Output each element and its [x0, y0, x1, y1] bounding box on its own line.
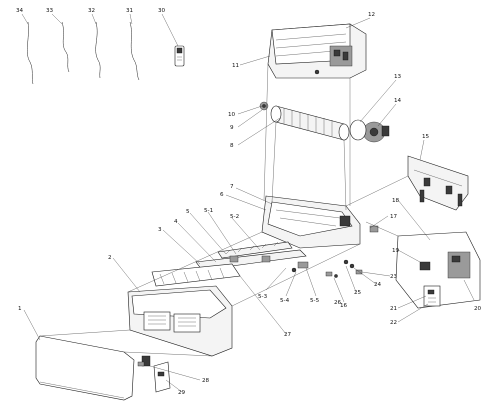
callout-8: 8 [230, 143, 234, 149]
callout-11: 11 [232, 63, 240, 69]
callout-labels: 34 33 32 31 30 12 11 10 9 8 13 14 15 7 6… [16, 8, 482, 396]
callout-5-5: 5-5 [310, 298, 320, 304]
fan-bearing [259, 101, 269, 111]
remote-holder [174, 45, 185, 67]
cable-set [27, 21, 140, 85]
front-panel [35, 335, 135, 401]
callout-29: 29 [178, 390, 186, 396]
callout-16: 16 [340, 303, 348, 309]
callout-21: 21 [390, 306, 398, 312]
callout-14: 14 [394, 98, 402, 104]
callout-32: 32 [88, 8, 95, 14]
display-board [137, 355, 151, 367]
cross-flow-fan [270, 105, 350, 141]
electric-box [395, 231, 481, 309]
top-housing [267, 23, 367, 79]
chassis [261, 195, 379, 249]
fan-motor [362, 121, 390, 143]
callout-13: 13 [394, 74, 402, 80]
callout-22: 22 [390, 320, 397, 326]
callout-19: 19 [392, 248, 400, 254]
callout-34: 34 [16, 8, 24, 14]
callout-6: 6 [220, 192, 224, 198]
callout-1: 1 [18, 306, 22, 312]
callout-17: 17 [390, 214, 398, 220]
display-cover [153, 361, 171, 393]
callout-25: 25 [354, 290, 362, 296]
callout-15: 15 [422, 134, 430, 140]
callout-5: 5 [186, 209, 190, 215]
callout-9: 9 [230, 125, 234, 131]
callout-3: 3 [158, 227, 162, 233]
callout-2: 2 [108, 255, 112, 261]
callout-5-3: 5-3 [258, 294, 268, 300]
callout-27: 27 [284, 332, 292, 338]
callout-7: 7 [230, 184, 234, 190]
callout-28: 28 [202, 378, 210, 384]
front-panel-frame [127, 285, 233, 357]
callout-24: 24 [374, 282, 382, 288]
fittings [325, 259, 363, 278]
callout-10: 10 [228, 112, 236, 118]
callout-31: 31 [126, 8, 134, 14]
callout-23: 23 [390, 274, 398, 280]
callout-18: 18 [392, 198, 400, 204]
callout-5-1: 5-1 [204, 208, 214, 214]
callout-26: 26 [334, 300, 342, 306]
assembly-guides [39, 63, 409, 357]
air-filter [151, 263, 241, 287]
callout-33: 33 [46, 8, 54, 14]
callout-5-2: 5-2 [230, 214, 239, 220]
mounting-plate [407, 155, 469, 211]
callout-20: 20 [474, 306, 482, 312]
callout-4: 4 [174, 219, 178, 225]
motor-cover [349, 119, 367, 141]
callout-30: 30 [158, 8, 166, 14]
callout-12: 12 [368, 12, 375, 18]
callout-5-4: 5-4 [280, 298, 290, 304]
leader-lines [21, 13, 475, 393]
